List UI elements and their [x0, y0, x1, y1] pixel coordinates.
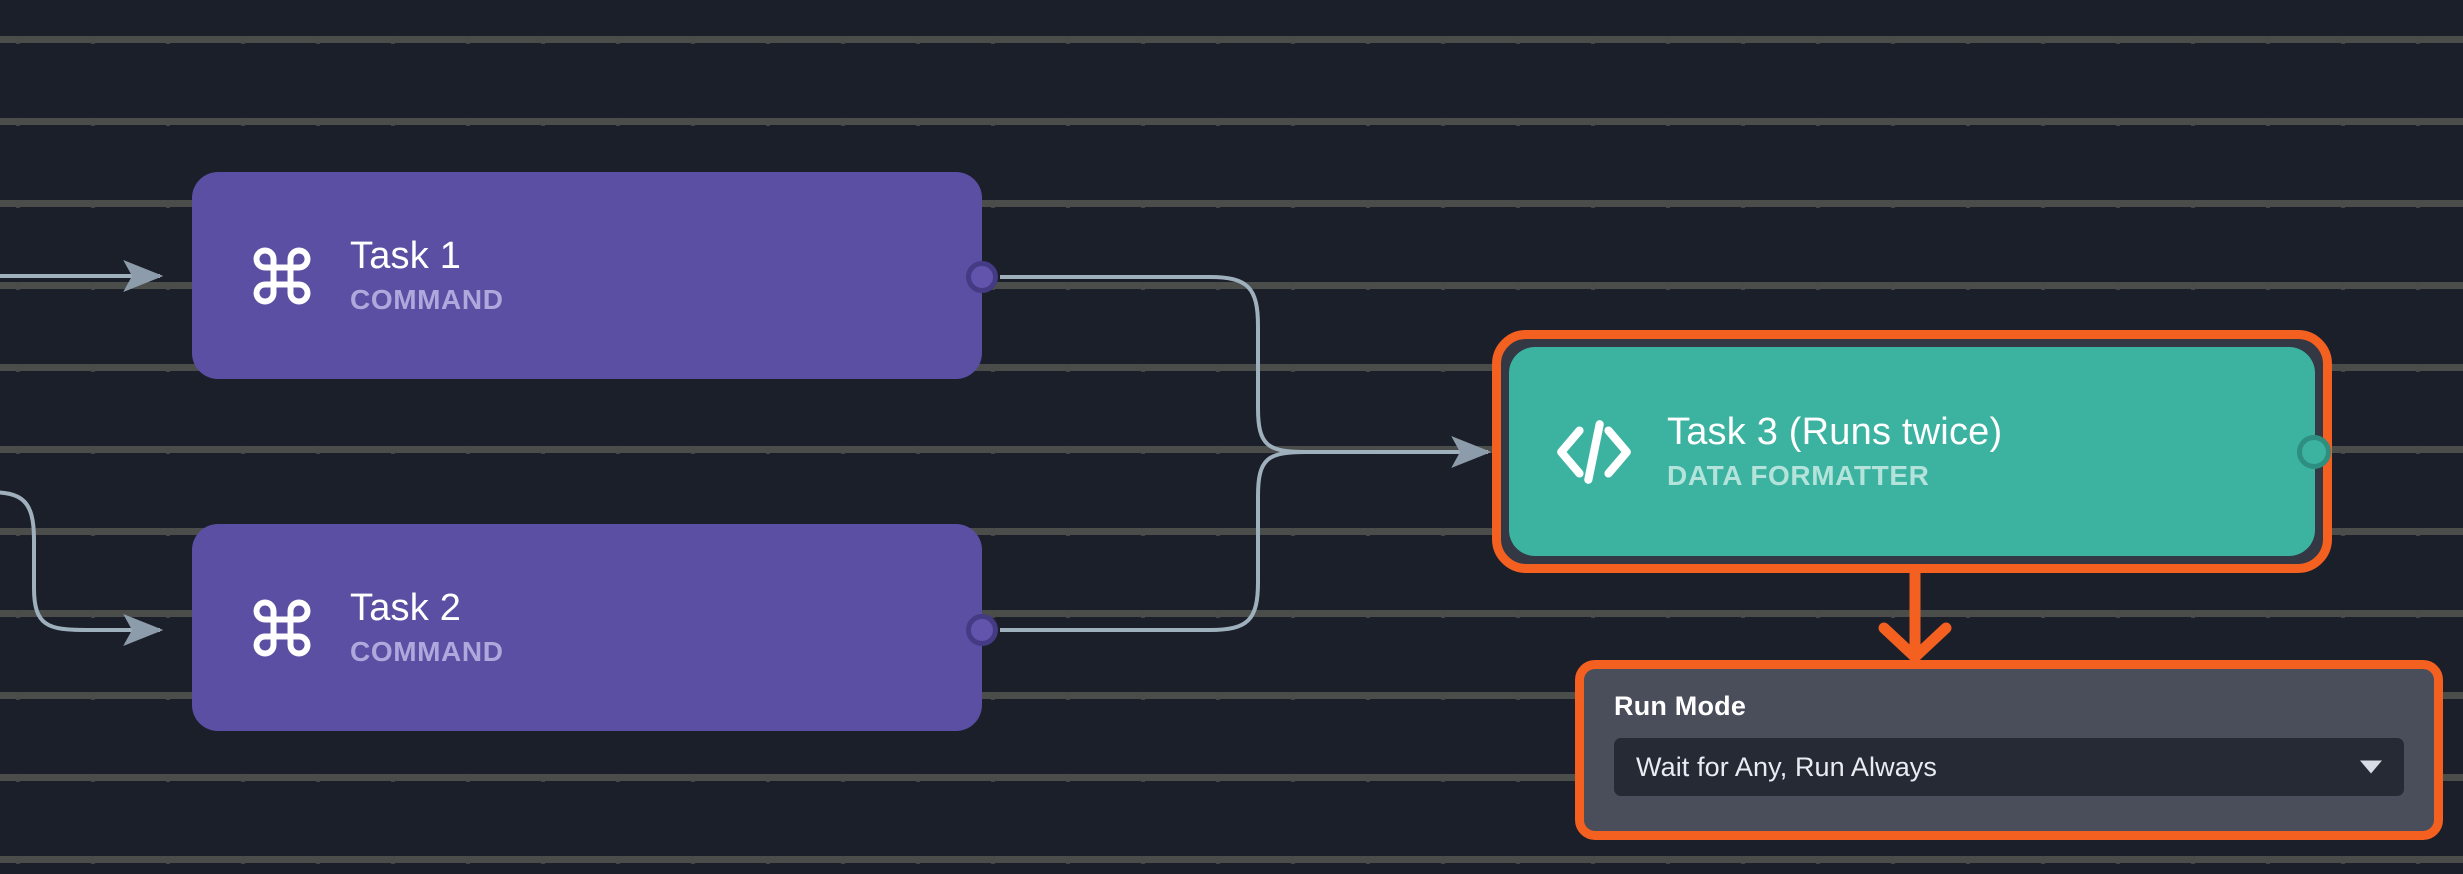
edge-into-task-2: [0, 490, 164, 646]
node-task-1-title: Task 1: [350, 235, 462, 278]
node-task-2-subtitle: COMMAND: [350, 635, 504, 667]
command-icon: [244, 238, 320, 314]
node-task-3-subtitle: DATA FORMATTER: [1667, 459, 1930, 491]
node-task-1-output-port[interactable]: [966, 261, 998, 293]
node-task-1[interactable]: Task 1 COMMAND: [192, 172, 982, 379]
command-icon: [244, 590, 320, 666]
run-mode-label: Run Mode: [1614, 691, 1747, 721]
node-task-2[interactable]: Task 2 COMMAND: [192, 524, 982, 731]
node-task-3-title: Task 3 (Runs twice): [1667, 411, 2003, 454]
node-task-2-output-port[interactable]: [966, 614, 998, 646]
annotation-arrow-task3-to-runmode: [1878, 563, 1952, 663]
run-mode-select[interactable]: Wait for Any, Run Always: [1614, 738, 2404, 796]
node-task-1-subtitle: COMMAND: [350, 283, 504, 315]
edge-task1-to-task3: [1000, 275, 1480, 454]
node-task-3[interactable]: Task 3 (Runs twice) DATA FORMATTER: [1509, 347, 2315, 556]
node-task-2-text: Task 2 COMMAND: [350, 587, 504, 668]
edge-task2-to-task3: [1000, 450, 1480, 632]
run-mode-panel: Run Mode Wait for Any, Run Always: [1575, 660, 2443, 840]
node-task-2-title: Task 2: [350, 587, 462, 630]
chevron-down-icon[interactable]: [2360, 760, 2382, 774]
run-mode-selected-value: Wait for Any, Run Always: [1636, 751, 1938, 782]
node-task-3-text: Task 3 (Runs twice) DATA FORMATTER: [1667, 411, 2002, 492]
node-task-3-output-port[interactable]: [2297, 435, 2331, 469]
code-brackets-icon: [1551, 412, 1637, 492]
node-task-1-text: Task 1 COMMAND: [350, 235, 504, 316]
